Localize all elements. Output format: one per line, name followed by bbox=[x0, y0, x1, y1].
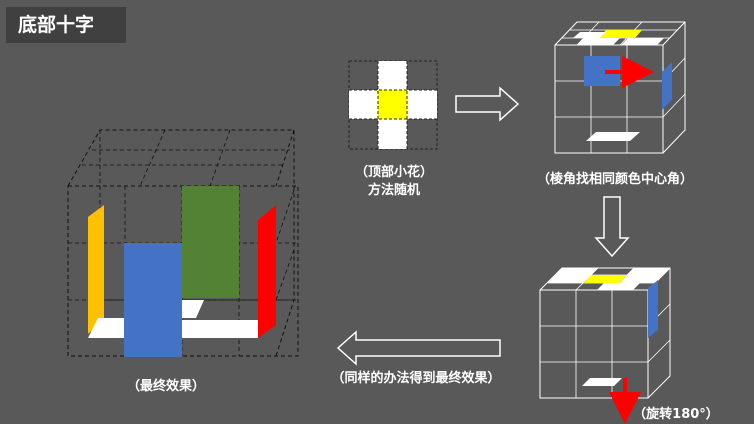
flower-right-petal bbox=[407, 90, 437, 119]
flower-bottom-petal bbox=[378, 119, 407, 149]
flower-left-petal bbox=[349, 90, 378, 119]
arrow-right-hollow bbox=[455, 86, 520, 122]
caption-edge-align: （棱角找相同颜色中心角） bbox=[536, 172, 693, 187]
cube-step-1 bbox=[554, 21, 686, 154]
cube-step-2 bbox=[539, 267, 671, 424]
caption-top-flower-2: 方法随机 bbox=[367, 183, 420, 198]
caption-repeat: （同样的办法得到最终效果） bbox=[331, 371, 501, 386]
cube2-blue-side bbox=[648, 280, 658, 338]
final-orange-face bbox=[88, 205, 104, 334]
final-blue-face bbox=[124, 243, 182, 357]
arrow-left-hollow bbox=[336, 330, 501, 366]
final-green-face bbox=[182, 186, 239, 298]
caption-final: （最终效果） bbox=[126, 379, 205, 394]
flower-top-petal bbox=[378, 61, 407, 90]
flower-center bbox=[378, 90, 407, 119]
top-flower-pattern bbox=[348, 60, 438, 150]
arrow-down-hollow bbox=[594, 196, 630, 258]
caption-rotate: （旋转180°） bbox=[633, 407, 719, 422]
caption-top-flower-1: （顶部小花） bbox=[354, 165, 433, 180]
section-title: 底部十字 bbox=[6, 7, 126, 43]
final-cube bbox=[67, 129, 299, 357]
final-red-face bbox=[258, 205, 276, 338]
